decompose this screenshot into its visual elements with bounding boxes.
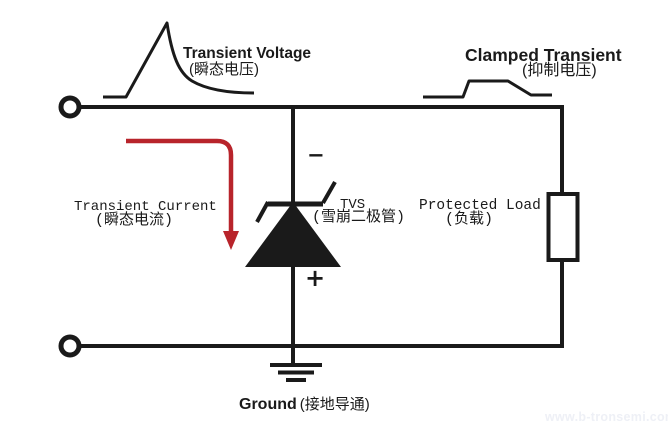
anode-plus-sign: +	[305, 264, 326, 292]
input-terminal-top-icon	[58, 95, 82, 119]
transient-current-label: Transient Current	[74, 199, 217, 215]
clamped-waveform-icon	[423, 79, 552, 99]
transient-current-label-zh: (瞬态电流)	[95, 212, 174, 229]
tvs-label-zh: (雪崩二极管)	[312, 209, 406, 226]
clamped-transient-label: Clamped Transient	[465, 45, 622, 65]
current-arrow-head	[223, 231, 239, 250]
protected-load-label-zh: (负载)	[445, 211, 494, 228]
ground-label: Ground(接地导通)	[239, 396, 370, 414]
surge-waveform-icon	[103, 21, 255, 99]
circuit-lines	[58, 21, 580, 382]
ground-label-en: Ground	[239, 396, 297, 413]
transient-voltage-label-zh: (瞬态电压)	[189, 61, 259, 78]
current-arrow-shaft	[126, 138, 234, 233]
ground-symbol-icon	[270, 363, 322, 382]
watermark-text: www.b-tronsemi.com	[545, 410, 668, 424]
current-arrow-icon	[126, 138, 239, 250]
protected-load-label: Protected Load	[419, 198, 541, 214]
input-terminal-bottom-icon	[58, 334, 82, 358]
transient-voltage-label: Transient Voltage	[183, 45, 312, 62]
cathode-minus-sign: −	[307, 143, 325, 167]
clamped-transient-label-zh: (抑制电压)	[522, 62, 597, 79]
diode-triangle	[245, 202, 341, 267]
load-resistor-icon	[546, 192, 580, 262]
tvs-label: TVS	[340, 197, 366, 213]
ground-label-zh: (接地导通)	[299, 396, 370, 413]
tvs-diode-icon	[245, 181, 341, 267]
cathode-tail-right	[321, 181, 337, 204]
cathode-tail-left	[255, 201, 270, 223]
